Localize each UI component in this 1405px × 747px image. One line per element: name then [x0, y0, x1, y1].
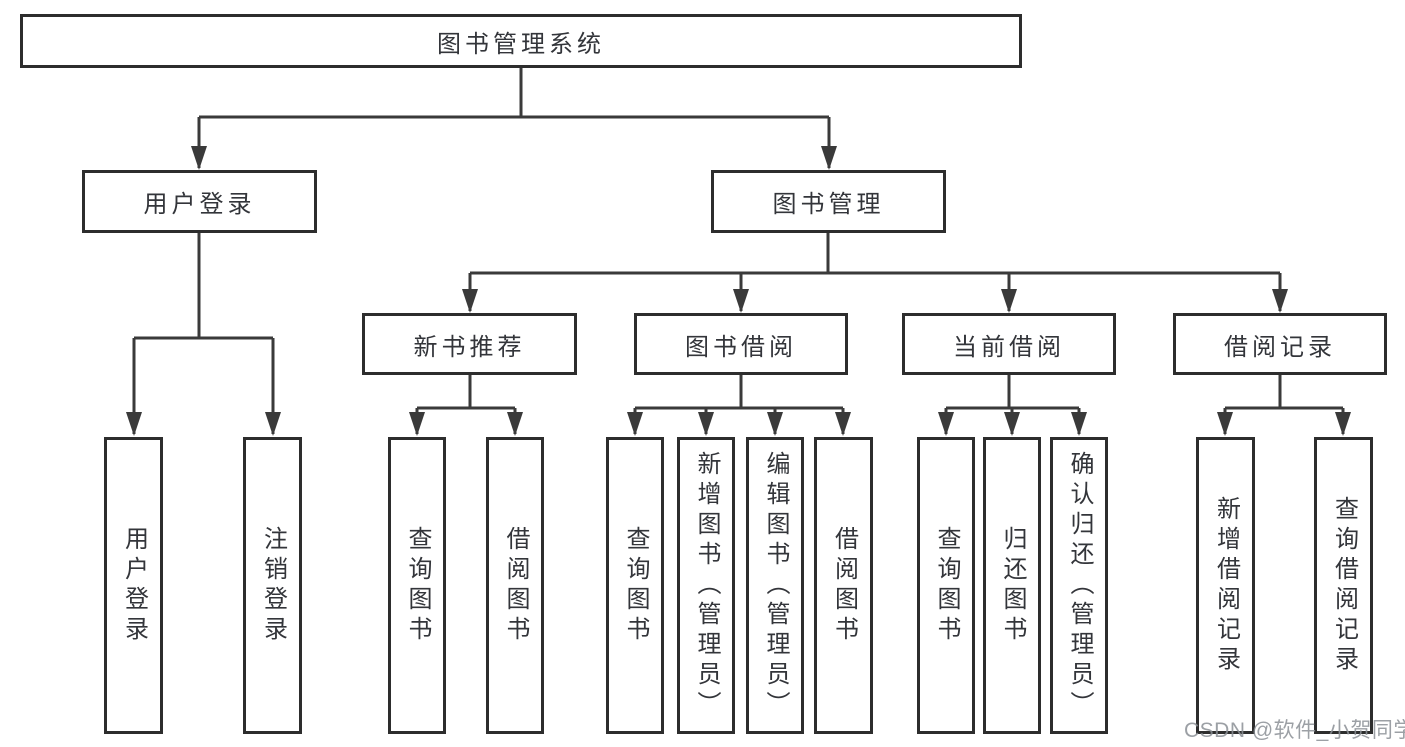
node-book-management-label: 图书管理	[772, 191, 885, 218]
node-book-borrow: 图书借阅	[634, 313, 848, 375]
node-current-borrow: 当前借阅	[902, 313, 1116, 375]
node-book-borrow-label: 图书借阅	[685, 333, 797, 361]
node-leaf-search-record: 查询借阅记录	[1314, 437, 1373, 734]
node-user-login: 用户登录	[82, 170, 317, 233]
node-borrow-records-label: 借阅记录	[1224, 333, 1336, 361]
node-leaf-confirm-return: 确认归还（管理员）	[1050, 437, 1108, 734]
node-leaf-confirm-return-label: 确认归还（管理员）	[1066, 450, 1093, 721]
csdn-watermark: CSDN @软件_小贺同学	[1184, 719, 1405, 742]
node-leaf-return-book: 归还图书	[983, 437, 1041, 734]
node-leaf-user-login: 用户登录	[104, 437, 163, 734]
node-leaf-search-record-label: 查询借阅记录	[1330, 495, 1358, 676]
node-root: 图书管理系统	[20, 14, 1022, 68]
node-new-book-recommend: 新书推荐	[362, 313, 577, 375]
node-leaf-search-books-2-label: 查询图书	[622, 525, 649, 646]
node-leaf-add-book-label: 新增图书（管理员）	[693, 450, 720, 721]
node-leaf-edit-book-label: 编辑图书（管理员）	[762, 450, 789, 721]
node-leaf-borrow-books-1-label: 借阅图书	[502, 525, 529, 646]
node-leaf-add-record: 新增借阅记录	[1196, 437, 1255, 734]
node-leaf-search-books-3: 查询图书	[917, 437, 975, 734]
node-leaf-search-books-1-label: 查询图书	[404, 525, 431, 646]
node-leaf-logout-label: 注销登录	[259, 525, 287, 646]
node-user-login-label: 用户登录	[143, 191, 256, 218]
node-leaf-search-books-3-label: 查询图书	[933, 525, 960, 646]
node-book-management: 图书管理	[711, 170, 946, 233]
node-leaf-borrow-books-1: 借阅图书	[486, 437, 544, 734]
node-new-book-recommend-label: 新书推荐	[413, 333, 526, 361]
node-leaf-search-books-1: 查询图书	[388, 437, 446, 734]
node-root-label: 图书管理系统	[437, 30, 605, 58]
node-leaf-logout: 注销登录	[243, 437, 302, 734]
node-current-borrow-label: 当前借阅	[953, 333, 1065, 361]
node-leaf-borrow-books-2: 借阅图书	[814, 437, 873, 734]
node-borrow-records: 借阅记录	[1173, 313, 1387, 375]
node-leaf-add-record-label: 新增借阅记录	[1212, 495, 1240, 676]
node-leaf-user-login-label: 用户登录	[120, 525, 148, 646]
node-leaf-borrow-books-2-label: 借阅图书	[830, 525, 858, 646]
node-leaf-add-book: 新增图书（管理员）	[677, 437, 735, 734]
node-leaf-edit-book: 编辑图书（管理员）	[746, 437, 804, 734]
node-leaf-search-books-2: 查询图书	[606, 437, 664, 734]
node-leaf-return-book-label: 归还图书	[999, 525, 1026, 646]
